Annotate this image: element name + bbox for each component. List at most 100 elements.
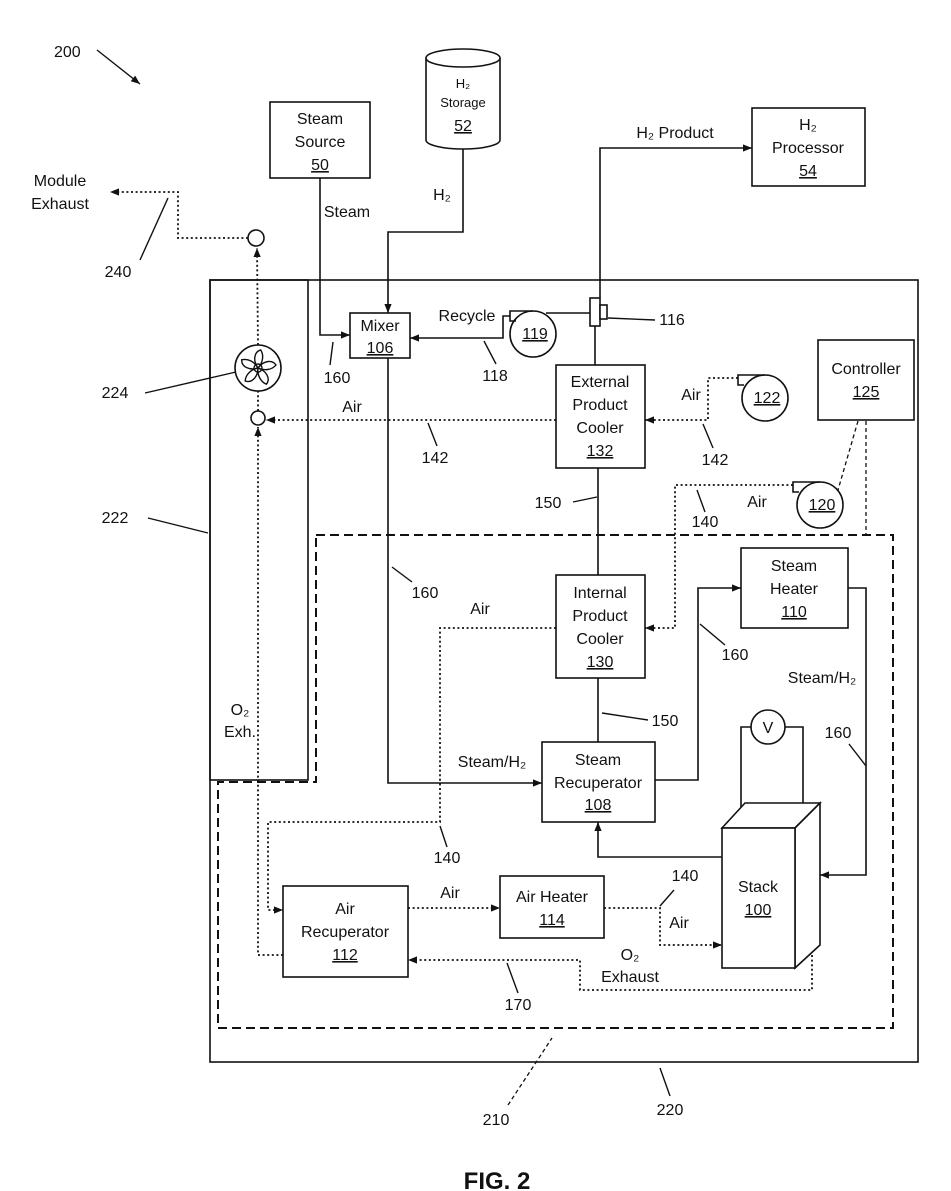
steam-heater-label-line1: Steam (771, 558, 817, 575)
steam-source-label-line2: Source (295, 134, 346, 151)
mixer-to-recuperator-line (388, 358, 542, 783)
int-cooler-air-in-label: Air (747, 494, 767, 511)
h2-storage-ref: 52 (454, 118, 472, 135)
air-blower-b-ref: 120 (809, 497, 836, 514)
steam-feed-leader (330, 342, 333, 365)
steam-recuperator-label-line2: Recuperator (554, 775, 643, 792)
recycle-ref: 118 (482, 368, 508, 385)
air-recuperator-to-heater-label: Air (440, 885, 460, 902)
heater-to-stack-label: Steam/H₂ (788, 670, 856, 687)
recycle-leader (484, 341, 496, 364)
controller-ref: 125 (853, 384, 880, 401)
h2-feed-label: H₂ (433, 187, 451, 204)
recycle-label: Recycle (439, 308, 496, 325)
int-cooler-air-out-label: Air (470, 601, 490, 618)
h2-feed-line (388, 149, 463, 313)
module-exhaust-leader (140, 198, 168, 260)
mixer-ref: 106 (367, 340, 394, 357)
h2-storage-label-line2: Storage (440, 95, 486, 110)
module-enclosure-ref: 220 (657, 1102, 684, 1119)
o2-exhaust-label-line2: Exhaust (601, 969, 659, 986)
recuperator-to-heater-leader (700, 624, 725, 645)
internal-cooler-label-line3: Cooler (576, 631, 624, 648)
o2-exhaust-label-line1: O₂ (621, 947, 640, 964)
exhaust-column-leader (148, 518, 208, 533)
air-heater-to-stack-label: Air (669, 915, 689, 932)
h2-processor-label-line2: Processor (772, 140, 845, 157)
external-cooler-label-line3: Cooler (576, 420, 624, 437)
exhaust-fan-leader (145, 372, 236, 393)
air-heater-ref: 114 (539, 912, 565, 929)
mixer-to-recuperator-label: Steam/H₂ (458, 754, 526, 771)
product-line-ref-upper: 150 (535, 495, 562, 512)
hot-box-ref: 210 (483, 1112, 510, 1129)
ext-cooler-air-out-label: Air (342, 399, 362, 416)
mixer-to-recuperator-leader (392, 567, 412, 582)
module-enclosure-leader (660, 1068, 670, 1096)
steam-heater-label-line2: Heater (770, 581, 819, 598)
heater-to-stack-leader (849, 744, 866, 766)
steam-source-ref: 50 (311, 157, 329, 174)
air-recuperator-label-line2: Recuperator (301, 924, 390, 941)
int-cooler-air-out-ref: 140 (434, 850, 461, 867)
steam-recuperator-ref: 108 (585, 797, 612, 814)
o2-exhaust-ref: 170 (505, 997, 532, 1014)
recuperator-to-heater-line (655, 588, 741, 780)
steam-recuperator-label-line1: Steam (575, 752, 621, 769)
tee-ref: 116 (659, 312, 685, 329)
figure-ref: 200 (54, 44, 81, 61)
ext-cooler-air-in-leader (703, 424, 713, 448)
steam-feed-line (320, 178, 350, 335)
product-line-leader-upper (573, 497, 597, 502)
hot-box-leader (508, 1038, 552, 1105)
ext-cooler-air-out-ref: 142 (422, 450, 449, 467)
exhaust-junction-upper (248, 230, 264, 246)
external-cooler-ref: 132 (587, 443, 614, 460)
exhaust-column-label-line1: O₂ (231, 702, 250, 719)
exhaust-fan-ref: 224 (102, 385, 129, 402)
heater-to-stack-ref: 160 (825, 725, 852, 742)
controller-box (818, 340, 914, 420)
air-recuperator-label-line1: Air (335, 901, 355, 918)
air-heater-to-stack-leader (660, 890, 674, 906)
steam-source-label-line1: Steam (297, 111, 343, 128)
h2-storage-label-line1: H₂ (456, 76, 470, 91)
ext-cooler-air-out-leader (428, 423, 437, 446)
stack-label: Stack (738, 879, 779, 896)
product-line-leader-lower (602, 713, 648, 720)
air-blower-a-ref: 122 (754, 390, 781, 407)
steam-heater-ref: 110 (781, 604, 807, 621)
external-cooler-label-line1: External (571, 374, 630, 391)
internal-cooler-label-line2: Product (572, 608, 628, 625)
h2-product-label: H₂ Product (636, 125, 714, 142)
exhaust-duct-line-upper (257, 248, 258, 345)
tee-fitting (590, 298, 607, 326)
stack-to-recuperator-line (598, 822, 722, 857)
figure-caption: FIG. 2 (464, 1168, 531, 1191)
h2-processor-ref: 54 (799, 163, 817, 180)
product-line-ref-lower: 150 (652, 713, 679, 730)
h2-processor-label-line1: H₂ (799, 117, 817, 134)
ext-cooler-air-in-label: Air (681, 387, 701, 404)
voltmeter-wire-left (741, 727, 751, 812)
internal-cooler-ref: 130 (587, 654, 614, 671)
air-recuperator-exhaust-line (258, 427, 283, 955)
module-exhaust-line (110, 192, 248, 238)
module-exhaust-label-line1: Module (34, 173, 87, 190)
controller-label: Controller (831, 361, 901, 378)
air-recuperator-ref: 112 (332, 947, 358, 964)
air-heater-to-stack-line (604, 908, 722, 945)
int-cooler-air-out-leader (440, 826, 447, 847)
controller-signal-to-blower (838, 421, 858, 490)
figure-ref-arrow (97, 50, 140, 84)
o2-exhaust-leader (507, 963, 518, 993)
air-heater-label: Air Heater (516, 889, 589, 906)
internal-cooler-label-line1: Internal (573, 585, 626, 602)
recycle-blower-ref: 119 (522, 326, 548, 343)
exhaust-junction-lower (251, 411, 265, 425)
external-cooler-label-line2: Product (572, 397, 628, 414)
module-exhaust-ref: 240 (105, 264, 132, 281)
recuperator-to-heater-ref: 160 (722, 647, 749, 664)
mixer-label: Mixer (360, 318, 400, 335)
